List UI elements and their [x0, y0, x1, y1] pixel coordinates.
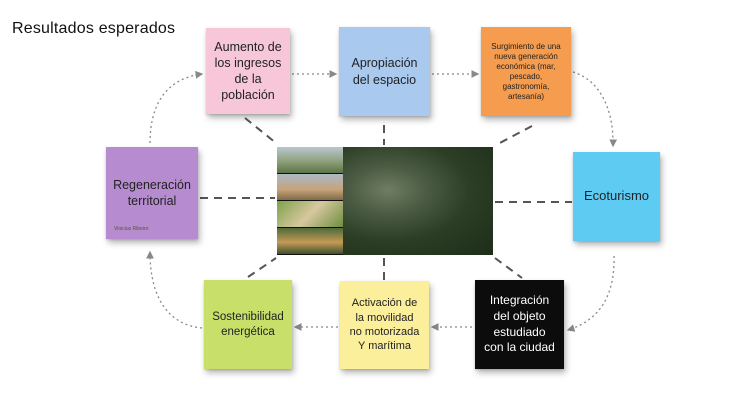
- photo-thumb-park: [277, 201, 343, 228]
- note-apropiacion-espacio-text: Apropiación del espacio: [351, 56, 418, 87]
- note-ecoturismo: Ecoturismo: [573, 152, 660, 241]
- spoke-surgimiento: [495, 125, 533, 146]
- note-regeneracion-territorial: Regeneración territorial Vinicius Ribeir…: [106, 147, 198, 239]
- arrow-regeneracion-aumento: [149, 70, 204, 144]
- photo-thumb-huts: [277, 228, 343, 255]
- note-sostenibilidad: Sostenibilidad energética: [204, 280, 292, 369]
- spoke-sostenibilidad: [247, 257, 277, 278]
- photo-thumbnails: [277, 147, 343, 255]
- note-surgimiento-text: Surgimiento de una nueva generación econ…: [491, 41, 561, 101]
- note-integracion-text: Integración del objeto estudiado con la …: [484, 293, 555, 355]
- photo-aerial-render: [343, 147, 493, 255]
- signature: Vinicius Ribeiro: [114, 225, 149, 232]
- project-photo-collage: [277, 147, 493, 255]
- spoke-aumento: [244, 117, 277, 144]
- photo-thumb-aerial: [277, 147, 343, 174]
- note-surgimiento: Surgimiento de una nueva generación econ…: [481, 27, 571, 116]
- note-apropiacion-espacio: Apropiación del espacio: [339, 27, 430, 116]
- note-aumento-ingresos: Aumento de los ingresos de la población: [206, 28, 290, 114]
- note-ecoturismo-text: Ecoturismo: [583, 188, 650, 204]
- note-activacion-movilidad: Activación de la movilidad no motorizada…: [340, 281, 429, 369]
- arrow-surgimiento-ecoturismo: [572, 71, 618, 148]
- note-regeneracion-territorial-text: Regeneración territorial: [113, 177, 191, 208]
- note-integracion: Integración del objeto estudiado con la …: [475, 280, 564, 369]
- photo-thumb-coast: [277, 174, 343, 201]
- note-sostenibilidad-text: Sostenibilidad energética: [212, 310, 284, 338]
- spoke-integracion: [494, 257, 523, 279]
- note-activacion-movilidad-text: Activación de la movilidad no motorizada…: [349, 297, 420, 353]
- arrow-ecoturismo-integracion: [566, 255, 615, 332]
- note-aumento-ingresos-text: Aumento de los ingresos de la población: [214, 39, 282, 103]
- arrow-sostenibilidad-regeneracion: [146, 250, 203, 329]
- page-title: Resultados esperados: [12, 20, 176, 37]
